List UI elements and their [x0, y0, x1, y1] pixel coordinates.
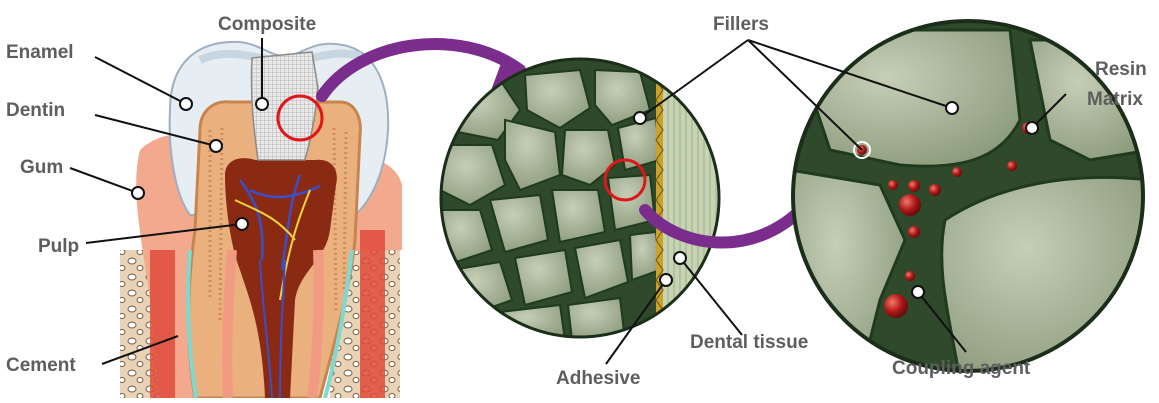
label-pulp: Pulp [38, 236, 79, 257]
label-cement: Cement [6, 355, 76, 376]
label-adhesive: Adhesive [556, 368, 640, 389]
label-enamel: Enamel [6, 42, 74, 63]
label-resin-matrix-line2: Matrix [1087, 89, 1143, 110]
label-fillers: Fillers [713, 14, 769, 35]
label-dental-tissue: Dental tissue [690, 332, 808, 353]
label-dentin: Dentin [6, 100, 65, 121]
label-resin-matrix-line1: Resin [1095, 59, 1147, 80]
filler-microstructure-icon [440, 58, 732, 340]
label-gum: Gum [20, 157, 63, 178]
label-composite: Composite [218, 14, 316, 35]
label-coupling-agent: Coupling agent [892, 358, 1031, 379]
